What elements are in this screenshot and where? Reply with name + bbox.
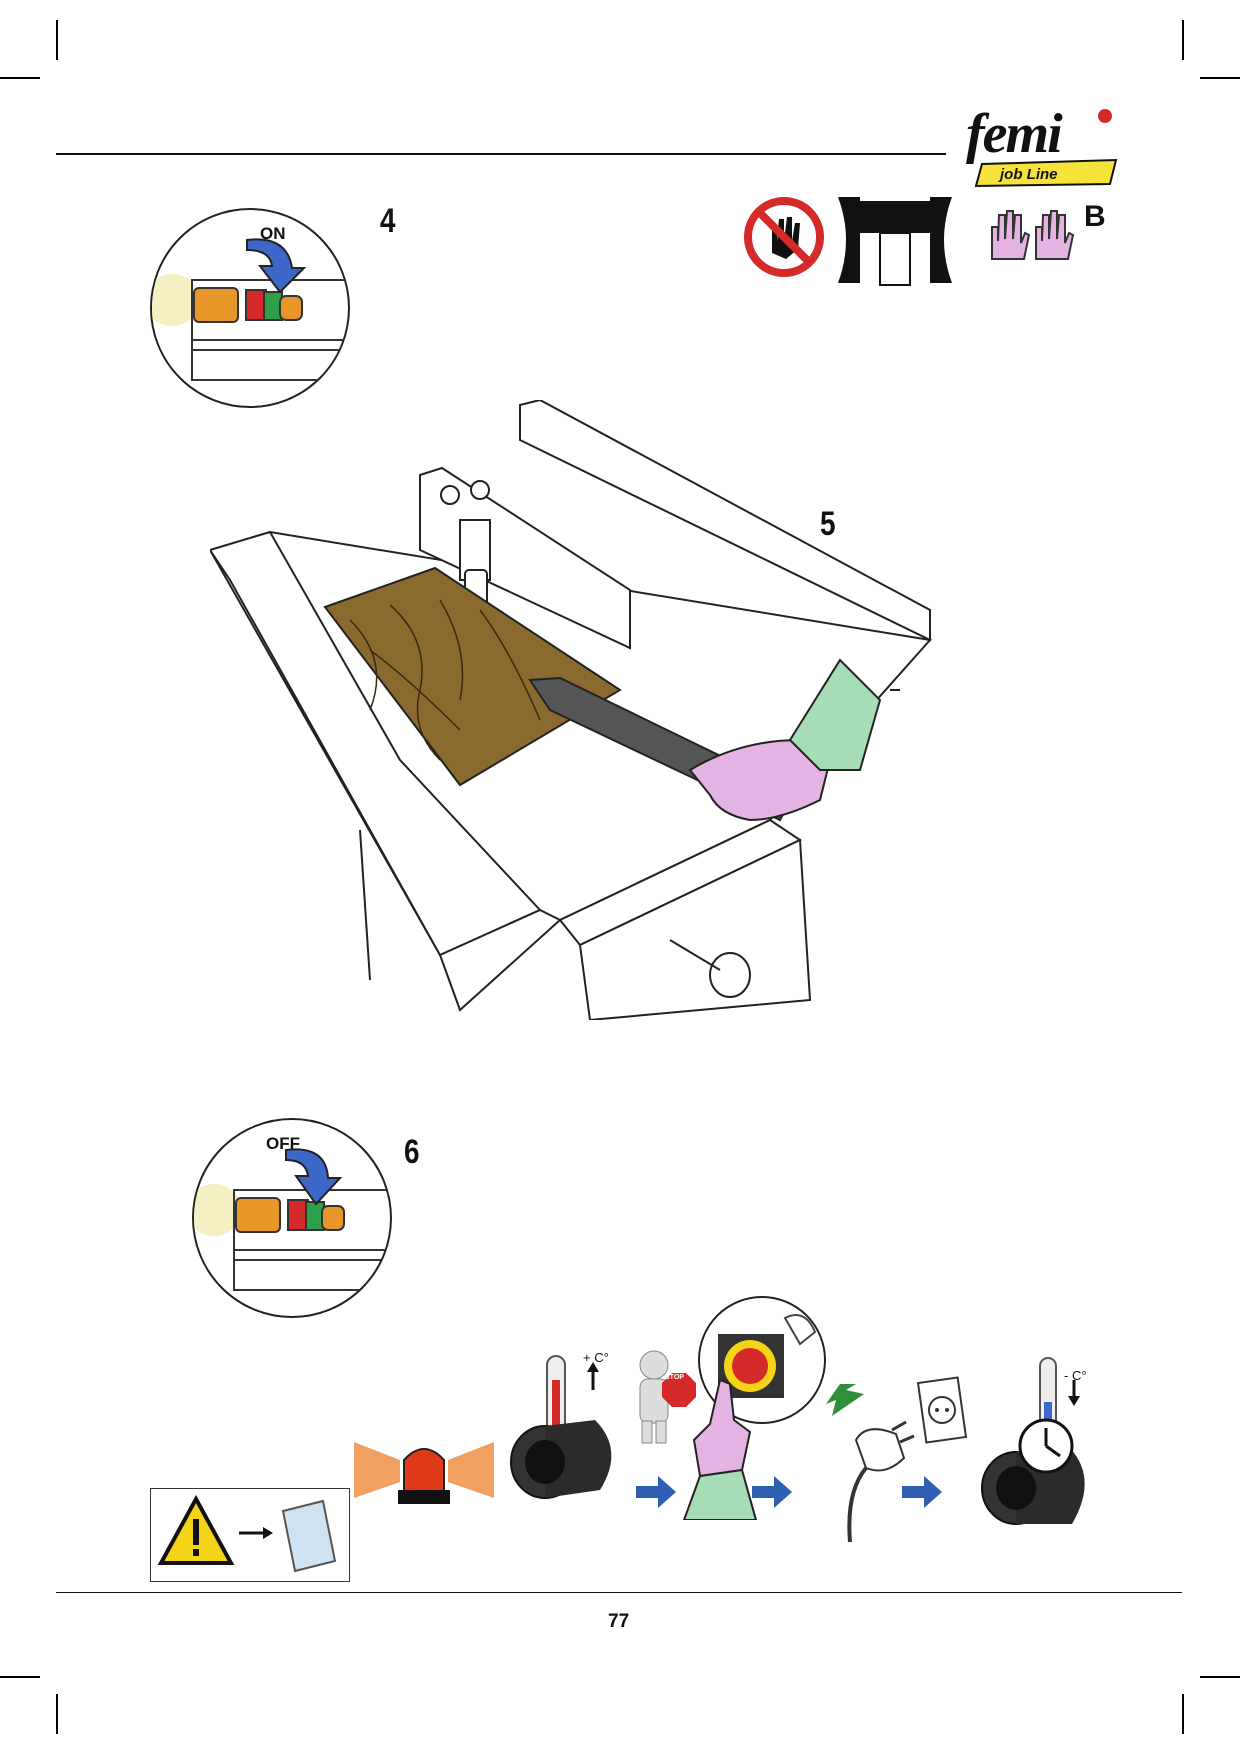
gloves-label: B — [1084, 200, 1106, 233]
switch-on-detail: ON — [150, 208, 350, 408]
read-manual-warning-box — [150, 1488, 350, 1582]
router-table-illustration — [208, 398, 1000, 1022]
push-stick-symbol — [834, 193, 956, 288]
switch-on-label: ON — [260, 224, 286, 243]
motor-hot-icon: + C° — [505, 1350, 635, 1500]
warning-beacon-icon — [354, 1442, 494, 1504]
pressing-hand-icon — [682, 1378, 758, 1521]
read-manual-warning-graphic — [157, 1494, 337, 1573]
step-number-5: 5 — [820, 505, 836, 543]
no-hands-icon — [744, 197, 824, 277]
crop-mark — [56, 1694, 58, 1734]
warning-beacon — [354, 1420, 494, 1510]
switch-off-detail: OFF — [192, 1118, 392, 1318]
crop-mark — [1182, 1694, 1184, 1734]
temperature-up-label: + C° — [583, 1350, 609, 1365]
switch-on-illustration — [152, 238, 348, 381]
crop-mark — [1182, 20, 1184, 60]
unplug-icon — [826, 1372, 976, 1544]
step-number-6: 6 — [404, 1133, 420, 1171]
router-table-graphic — [208, 398, 932, 1022]
unplug-plug-socket-icon — [826, 1376, 968, 1543]
blue-arrow-icon — [752, 1476, 792, 1508]
footer-rule — [56, 1592, 1182, 1593]
page-number: 77 — [608, 1611, 630, 1632]
push-stick-icon — [838, 197, 952, 286]
motor-cool-down-graphic — [981, 1357, 1085, 1525]
motor-cool-down-icon: - C° — [976, 1356, 1106, 1536]
header-rule — [56, 153, 946, 155]
crop-mark — [56, 20, 58, 60]
blue-arrow-icon — [902, 1476, 942, 1508]
stop-sign-text: STOP — [665, 1374, 684, 1381]
gloves-icon — [991, 210, 1075, 260]
switch-off-label: OFF — [266, 1134, 300, 1153]
brand-logo-graphic — [974, 109, 1118, 188]
brand-name: femi — [966, 103, 1063, 165]
gloves-required-sign — [986, 205, 1078, 263]
crop-mark — [1200, 77, 1240, 79]
brand-logo: femi job Line — [960, 103, 1120, 188]
crop-mark — [0, 77, 40, 79]
blue-arrow-icon — [636, 1476, 676, 1508]
pressing-hand-graphic — [680, 1378, 760, 1521]
crop-mark — [1200, 1676, 1240, 1678]
temperature-down-label: - C° — [1064, 1368, 1087, 1383]
crop-mark — [0, 1676, 40, 1678]
stop-person-graphic — [639, 1350, 696, 1444]
brand-tagline: job Line — [1000, 166, 1058, 183]
step-number-4: 4 — [380, 202, 396, 240]
stop-person-icon: STOP — [628, 1345, 700, 1445]
switch-off-illustration — [194, 1148, 390, 1291]
no-hands-prohibition-sign — [742, 195, 826, 279]
motor-thermometer-up-icon — [510, 1355, 612, 1499]
